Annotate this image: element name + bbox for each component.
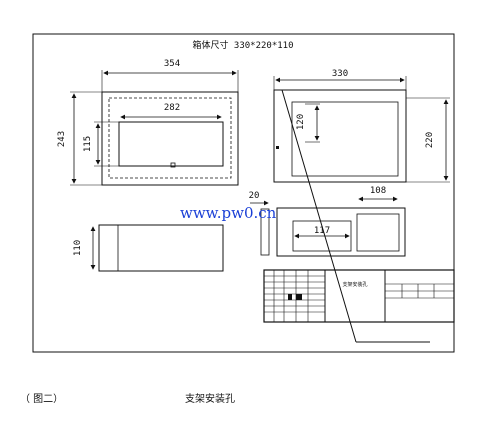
front-dashed-box xyxy=(108,97,232,179)
front-inner-window xyxy=(118,121,224,167)
figure-title: 支架安装孔 xyxy=(185,394,235,405)
side-view: 110 xyxy=(73,224,224,272)
front-notch xyxy=(170,162,176,168)
dim-label-120: 120 xyxy=(296,114,306,130)
right-inner-box xyxy=(291,101,399,177)
dim-label-117: 117 xyxy=(314,226,330,236)
panel-left-window xyxy=(292,220,352,252)
figure-label: （ 图二） xyxy=(20,394,64,405)
side-box xyxy=(98,224,224,272)
front-view: 354 282 243 115 xyxy=(57,59,239,186)
right-mount-hole xyxy=(276,146,279,149)
dim-label-110: 110 xyxy=(73,240,83,256)
dim-label-243: 243 xyxy=(57,131,67,147)
title-block xyxy=(263,269,455,323)
leader-line xyxy=(281,89,357,343)
panel-left-strip xyxy=(260,208,270,256)
dim-label-220: 220 xyxy=(425,132,435,148)
drawing-title: 箱体尺寸 330*220*110 xyxy=(192,39,293,51)
panel-right-window xyxy=(356,213,400,252)
front-outer-box xyxy=(101,91,239,186)
right-outer-box xyxy=(273,89,407,183)
dim-label-282: 282 xyxy=(164,103,180,113)
title-block-label: 支架安装孔 xyxy=(342,281,367,288)
dim-label-108: 108 xyxy=(370,186,386,196)
dim-label-330: 330 xyxy=(332,69,348,79)
panel-outer-box xyxy=(276,207,406,257)
drawing-frame xyxy=(32,33,455,353)
dim-label-115: 115 xyxy=(83,136,93,152)
dim-label-20: 20 xyxy=(249,191,260,201)
top-right-view: 330 120 220 xyxy=(273,69,450,183)
watermark: www.pw0.cn xyxy=(180,204,277,222)
panel-view: 20 108 117 xyxy=(249,186,406,257)
dim-label-354: 354 xyxy=(164,59,180,69)
